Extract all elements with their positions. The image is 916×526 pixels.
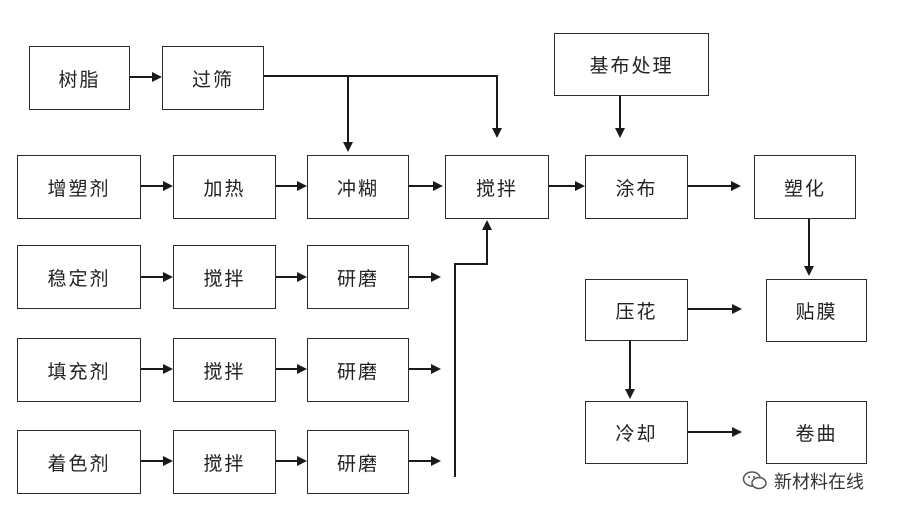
- node-stir-1: 搅拌: [173, 245, 276, 309]
- line-collector-mix: [454, 220, 492, 477]
- node-stir-2: 搅拌: [173, 338, 276, 402]
- node-plasticize: 塑化: [754, 155, 856, 219]
- node-mix-main: 搅拌: [445, 155, 549, 219]
- node-grind-2: 研磨: [307, 338, 409, 402]
- node-laminate: 贴膜: [766, 279, 867, 342]
- node-paste: 冲糊: [307, 155, 409, 219]
- node-colorant: 着色剂: [17, 430, 141, 494]
- node-filler: 填充剂: [17, 338, 141, 402]
- node-cool: 冷却: [585, 401, 688, 464]
- node-wind: 卷曲: [766, 401, 867, 464]
- watermark: 新材料在线: [742, 468, 864, 494]
- node-grind-3: 研磨: [307, 430, 409, 494]
- node-resin: 树脂: [29, 46, 130, 110]
- node-emboss: 压花: [585, 279, 688, 341]
- node-stabilizer: 稳定剂: [17, 245, 141, 309]
- node-stir-3: 搅拌: [173, 430, 276, 494]
- node-heat: 加热: [173, 155, 276, 219]
- node-substrate-treatment: 基布处理: [554, 33, 709, 96]
- watermark-text: 新材料在线: [774, 472, 864, 493]
- line-filter-branch: [264, 75, 502, 138]
- node-filter: 过筛: [162, 46, 264, 110]
- node-coat: 涂布: [585, 155, 688, 219]
- wechat-icon: [742, 471, 767, 490]
- node-plasticizer: 增塑剂: [17, 155, 141, 219]
- node-grind-1: 研磨: [307, 245, 409, 309]
